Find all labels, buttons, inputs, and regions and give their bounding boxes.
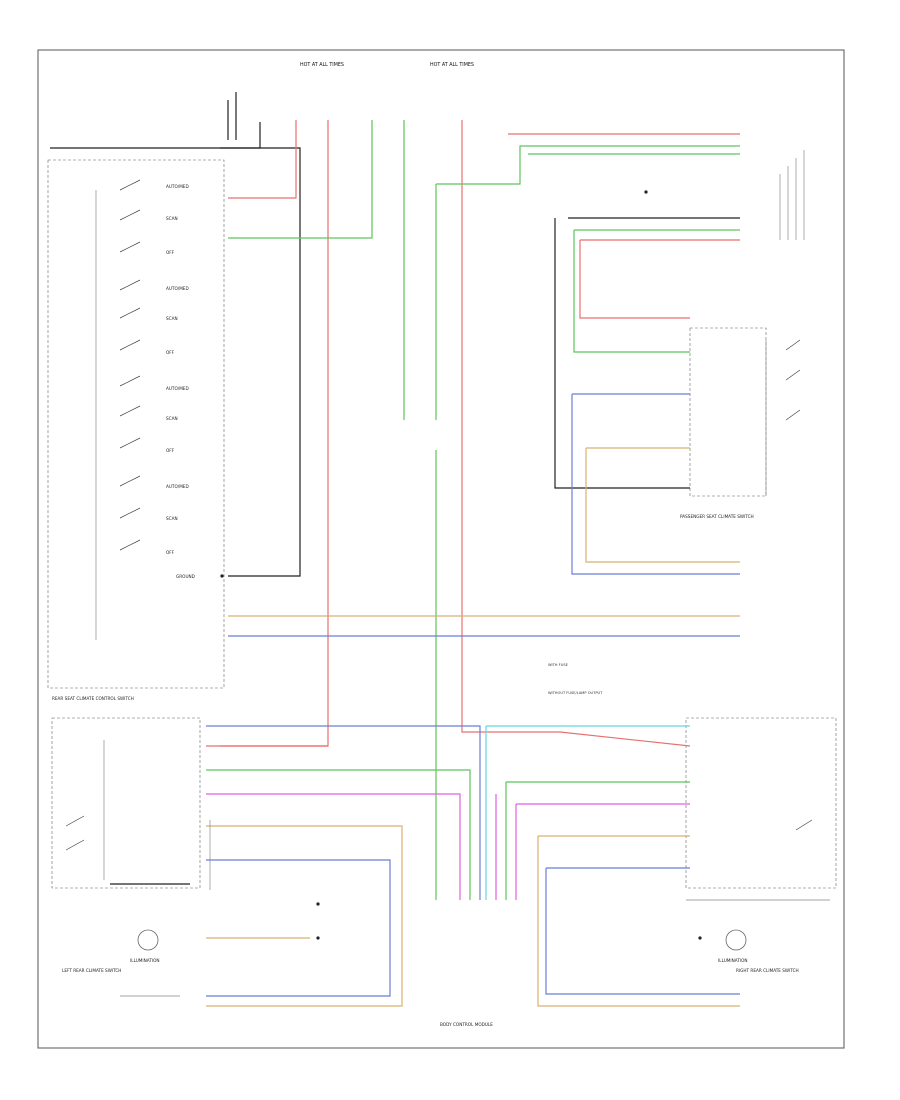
left-illumination-lamp <box>137 929 159 951</box>
svg-text:AUTO/MED: AUTO/MED <box>166 286 189 291</box>
note-with-fuse: WITH FUSE <box>548 663 569 667</box>
right-rear-switch-box <box>685 717 837 889</box>
svg-text:SCAN: SCAN <box>166 416 178 421</box>
switch-contacts-left <box>65 179 813 851</box>
body-control-module-label: BODY CONTROL MODULE <box>440 1022 493 1027</box>
left-rear-switch-box <box>51 717 201 889</box>
svg-text:SCAN: SCAN <box>166 216 178 221</box>
svg-text:SCAN: SCAN <box>166 316 178 321</box>
wire-cyan <box>485 725 690 900</box>
svg-text:OFF: OFF <box>166 350 175 355</box>
svg-text:OFF: OFF <box>166 550 175 555</box>
svg-text:AUTO/MED: AUTO/MED <box>166 184 189 189</box>
svg-text:AUTO/MED: AUTO/MED <box>166 484 189 489</box>
left-switch-title: REAR SEAT CLIMATE CONTROL SWITCH <box>52 696 134 701</box>
diagram-border <box>37 49 845 1049</box>
note-without-fuse: WITHOUT FUSE/LAMP OUTPUT <box>548 691 603 695</box>
wire-black <box>50 92 740 885</box>
fuse-right-title: HOT AT ALL TIMES <box>430 62 474 68</box>
svg-text:SCAN: SCAN <box>166 516 178 521</box>
left-switch-ground: GROUND <box>176 574 195 579</box>
svg-text:OFF: OFF <box>166 250 175 255</box>
left-rear-switch-title: LEFT REAR CLIMATE SWITCH <box>62 968 121 973</box>
left-illumination-label: ILLUMINATION <box>130 958 160 963</box>
wire-tan <box>206 447 740 1007</box>
svg-text:OFF: OFF <box>166 448 175 453</box>
left-switch-panel <box>47 159 225 689</box>
right-illumination-lamp <box>725 929 747 951</box>
right-rear-switch-title: RIGHT REAR CLIMATE SWITCH <box>736 968 799 973</box>
svg-text:AUTO/MED: AUTO/MED <box>166 386 189 391</box>
wire-green <box>206 120 740 900</box>
wire-magenta <box>206 793 690 900</box>
right-illumination-label: ILLUMINATION <box>718 958 748 963</box>
fuse-left-title: HOT AT ALL TIMES <box>300 62 344 68</box>
wire-red <box>206 120 740 747</box>
splice-dots <box>220 190 702 940</box>
wire-grey <box>95 150 830 997</box>
wire-blue <box>206 393 740 997</box>
passenger-switch-title: PASSENGER SEAT CLIMATE SWITCH <box>680 514 754 519</box>
left-switch-position-labels: AUTO/MED SCAN OFF AUTO/MED SCAN OFF AUTO… <box>166 184 189 555</box>
passenger-switch-box <box>689 327 767 497</box>
